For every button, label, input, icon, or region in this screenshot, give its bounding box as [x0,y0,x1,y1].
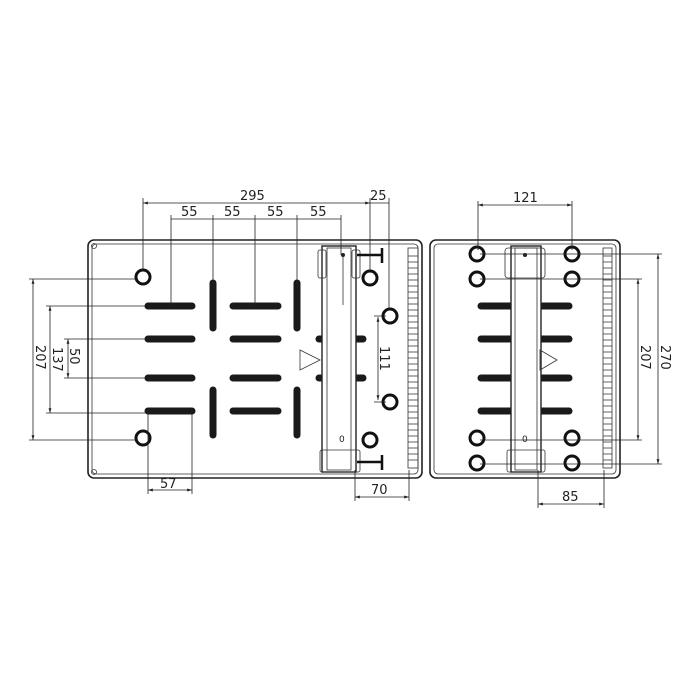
right-direction-triangle [539,349,558,371]
dim-295: 295 [240,189,265,204]
vertical-slots [209,279,301,439]
dim-111: 111 [376,346,391,371]
dim-55-3: 55 [267,205,284,220]
dim-137: 137 [49,347,64,372]
dim-57: 57 [160,477,177,492]
dim-55-4: 55 [310,205,327,220]
dim-121: 121 [513,191,538,206]
dim-270: 270 [657,345,672,370]
screws [134,248,399,470]
rail-label: 0 [339,435,345,445]
dim-50: 50 [66,348,81,365]
horizontal-slots [144,302,367,415]
dim-25: 25 [370,189,387,204]
direction-triangle [299,349,321,371]
left-enclosure-view: 0 295 25 55 55 55 55 207 [29,189,423,501]
dim-85: 85 [562,490,579,505]
dim-207-right: 207 [637,345,652,370]
dim-207-left: 207 [32,345,47,370]
dim-55-1: 55 [181,205,198,220]
hinge-teeth [408,255,418,461]
dim-55-2: 55 [224,205,241,220]
right-dimensions: 121 207 270 85 [477,191,672,508]
din-rail: 0 [317,245,361,473]
right-enclosure-view: 0 121 207 270 85 [429,191,672,508]
dim-70: 70 [371,483,388,498]
right-din-rail: 0 [504,245,546,473]
left-dimensions: 295 25 55 55 55 55 207 137 50 57 70 [29,189,410,501]
